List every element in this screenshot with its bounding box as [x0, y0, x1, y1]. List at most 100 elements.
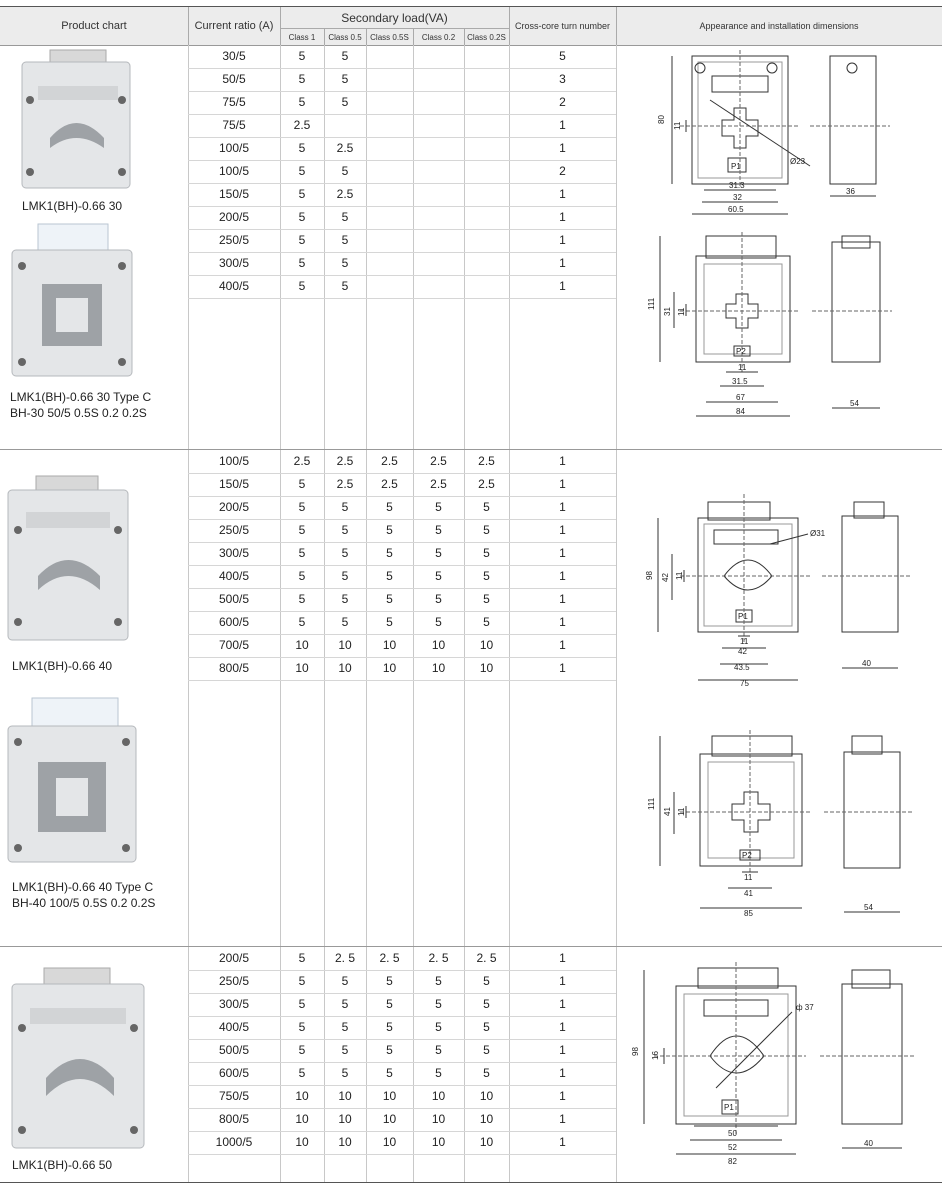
cell-class-02s — [464, 183, 509, 205]
cell-class-1: 5 — [298, 1020, 306, 1034]
cell-class-05s — [366, 137, 413, 159]
dimension-drawing-bh40: 98 42 11 Ø31 P1 11 42 43.5 75 40 — [645, 494, 912, 688]
dim-window: 16 — [651, 1051, 660, 1060]
dim-depth: 36 — [846, 187, 855, 196]
dim-height: 111 — [647, 797, 656, 810]
cell-class-1: 5 — [298, 974, 306, 988]
dim-diameter: Ø31 — [810, 529, 826, 538]
cell-class-02: 10 — [431, 1089, 446, 1103]
cell-class-05s: 5 — [386, 500, 393, 514]
cell-class-1: 5 — [298, 951, 306, 965]
cell-class-02s — [464, 114, 509, 136]
cell-current-ratio: 100/5 — [218, 164, 250, 178]
cell-class-05s: 2.5 — [381, 454, 398, 468]
dim-diameter: Ø23 — [790, 157, 806, 166]
cell-current-ratio: 200/5 — [218, 210, 250, 224]
cell-class-05s: 5 — [386, 523, 393, 537]
cell-current-ratio: 300/5 — [218, 546, 250, 560]
cell-turn-number: 1 — [559, 951, 566, 965]
cell-class-1: 5 — [298, 279, 306, 293]
cell-turn-number: 1 — [559, 256, 566, 270]
cell-class-05: 5 — [341, 500, 349, 514]
cell-class-02s: 10 — [479, 1135, 494, 1149]
cell-class-05: 5 — [341, 164, 349, 178]
cell-class-02s: 5 — [483, 523, 490, 537]
cell-current-ratio: 800/5 — [218, 661, 250, 675]
dim-width-0: 11 — [740, 637, 749, 646]
dim-width-2: 43.5 — [734, 663, 750, 672]
cell-class-05: 2.5 — [336, 477, 354, 491]
cell-class-05s — [366, 160, 413, 182]
dim-depth: 40 — [864, 1139, 873, 1148]
product-spec: BH-30 50/5 0.5S 0.2 0.2S — [10, 406, 147, 420]
cell-class-1: 5 — [298, 210, 306, 224]
cell-class-05s: 5 — [386, 974, 393, 988]
header-class-02: Class 0.2 — [421, 32, 456, 42]
cell-class-05: 2.5 — [336, 454, 354, 468]
cell-class-02s: 10 — [479, 638, 494, 652]
cell-current-ratio: 250/5 — [218, 974, 250, 988]
cell-class-1: 5 — [298, 477, 306, 491]
cell-current-ratio: 750/5 — [218, 1089, 250, 1103]
cell-turn-number: 1 — [559, 569, 566, 583]
product-image-bh40-type-c — [7, 697, 137, 863]
cell-class-05: 5 — [341, 974, 349, 988]
cell-current-ratio: 200/5 — [218, 951, 250, 965]
cell-class-05s — [366, 229, 413, 251]
dim-height: 98 — [631, 1047, 640, 1056]
cell-turn-number: 1 — [559, 279, 566, 293]
cell-class-05s: 10 — [382, 661, 397, 675]
cell-class-05: 2. 5 — [334, 951, 355, 965]
cell-class-02 — [413, 275, 464, 297]
header-class-05s: Class 0.5S — [370, 32, 409, 42]
cell-turn-number: 3 — [559, 72, 566, 86]
cell-class-02 — [413, 183, 464, 205]
cell-class-02: 5 — [435, 523, 442, 537]
cell-class-1: 5 — [298, 546, 306, 560]
cell-class-02s: 2. 5 — [476, 951, 497, 965]
cell-class-02s: 5 — [483, 974, 490, 988]
product-name: LMK1(BH)-0.66 30 — [22, 199, 123, 213]
header-appearance: Appearance and installation dimensions — [699, 21, 859, 31]
cell-class-05s: 5 — [386, 615, 393, 629]
cell-class-1: 5 — [298, 523, 306, 537]
cell-class-05: 5 — [341, 49, 349, 63]
cell-class-02: 5 — [435, 592, 442, 606]
cell-class-05 — [324, 114, 366, 136]
cell-class-05: 5 — [341, 592, 349, 606]
cell-class-1: 10 — [295, 661, 309, 675]
cell-current-ratio: 100/5 — [218, 454, 250, 468]
cell-current-ratio: 30/5 — [222, 49, 246, 63]
cell-class-02s: 10 — [479, 661, 494, 675]
cell-class-05s — [366, 275, 413, 297]
cell-class-05s: 10 — [382, 1112, 397, 1126]
cell-turn-number: 1 — [559, 997, 566, 1011]
dim-width-2: 67 — [736, 393, 745, 402]
cell-current-ratio: 300/5 — [218, 997, 250, 1011]
cell-current-ratio: 400/5 — [218, 1020, 250, 1034]
dimension-drawing-bh50: 98 16 ф 37 P1 50 52 82 40 — [631, 962, 916, 1166]
dimension-drawing-bh40-type-c: 111 41 11 P2 11 41 85 54 — [647, 730, 914, 918]
cell-class-05s: 10 — [382, 1089, 397, 1103]
cell-class-05: 5 — [341, 256, 349, 270]
cell-class-05: 5 — [341, 279, 349, 293]
cell-class-05: 10 — [338, 1112, 352, 1126]
cell-class-02s — [464, 68, 509, 90]
dim-width-1: 31.3 — [729, 181, 745, 190]
dimension-drawing-bh30-type-c: 111 31 11 P2 11 31.5 67 84 54 — [647, 232, 892, 417]
cell-class-05: 10 — [338, 1135, 352, 1149]
cell-class-02: 2.5 — [430, 454, 447, 468]
cell-current-ratio: 1000/5 — [215, 1135, 253, 1149]
cell-class-02s — [464, 45, 509, 67]
